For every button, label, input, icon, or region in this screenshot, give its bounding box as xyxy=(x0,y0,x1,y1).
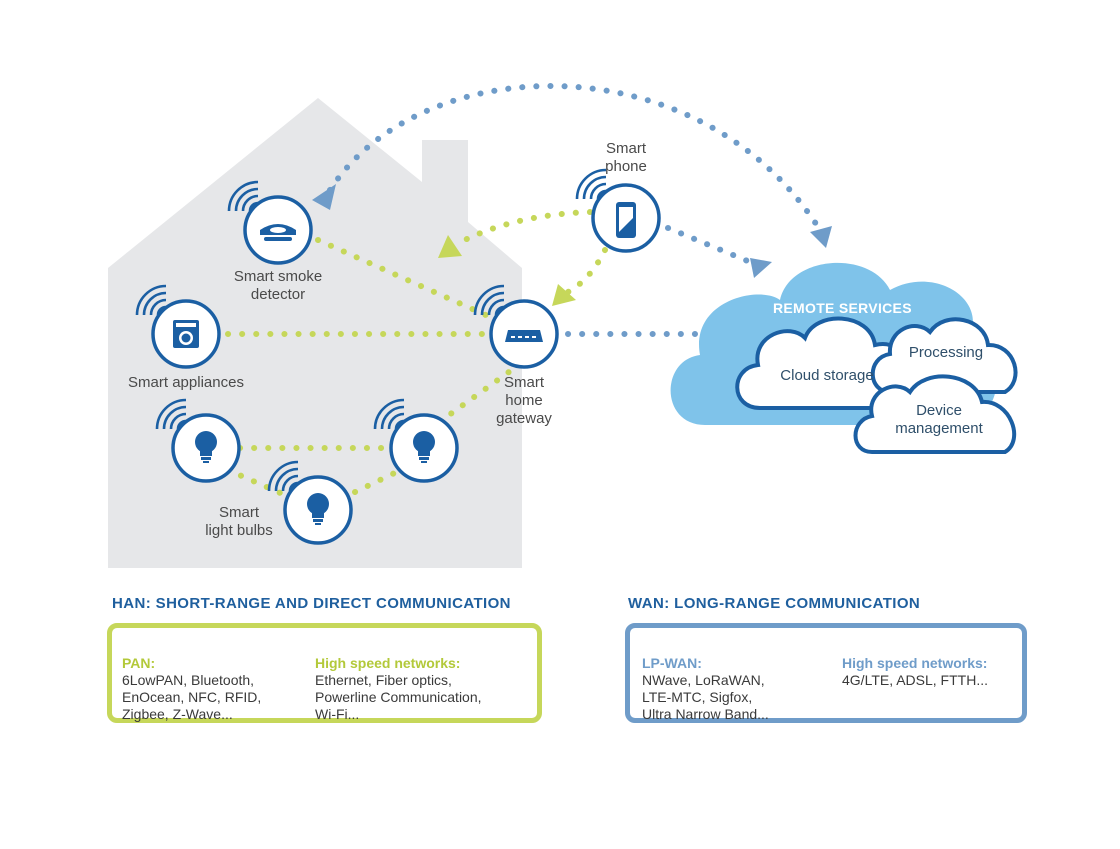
wan-col-lpwan-head: LP-WAN: xyxy=(642,655,702,671)
device-management-line2: management xyxy=(895,420,983,437)
phone-label: Smart phone xyxy=(586,140,666,176)
bulbs-label-line2: light bulbs xyxy=(205,522,273,539)
gateway-label-line2: home xyxy=(505,392,543,409)
processing-label: Processing xyxy=(908,344,984,361)
device-management-cloud xyxy=(853,374,1017,454)
phone-waves xyxy=(575,168,607,200)
cloud-storage-label: Cloud storage xyxy=(780,367,874,384)
bulbs-label-line1: Smart xyxy=(218,504,259,521)
link-smoke-gateway xyxy=(315,237,491,319)
gateway-label: Smart home gateway xyxy=(484,374,564,428)
arrow-phone-to-cloud xyxy=(750,258,772,278)
remote-services-title: REMOTE SERVICES xyxy=(773,300,912,316)
wan-col-highspeed-body: 4G/LTE, ADSL, FTTH... xyxy=(842,672,988,688)
link-bulb-center-right xyxy=(352,465,408,495)
device-management-label: Device management xyxy=(880,402,998,438)
han-col-pan-body: 6LowPAN, Bluetooth, EnOcean, NFC, RFID, … xyxy=(122,672,262,722)
wan-col-lpwan-body: NWave, LoRaWAN, LTE-MTC, Sigfox, Ultra N… xyxy=(642,672,769,722)
link-phone-house xyxy=(452,209,593,248)
light-bulb-icon xyxy=(413,431,435,463)
arrow-phone-to-house xyxy=(438,235,462,258)
phone-label-line1: Smart xyxy=(605,140,646,157)
device-management-line1: Device xyxy=(916,402,962,419)
bulb-center-waves xyxy=(267,460,299,492)
wan-title: WAN: LONG-RANGE COMMUNICATION xyxy=(628,595,921,612)
appliances-waves xyxy=(135,284,167,316)
processing-cloud xyxy=(870,317,1018,394)
link-phone-gateway xyxy=(565,247,608,295)
bulbs-label: Smart light bulbs xyxy=(184,504,294,540)
gateway-label-line3: gateway xyxy=(496,410,552,427)
light-bulb-icon xyxy=(195,431,217,463)
gateway-label-line1: Smart xyxy=(503,374,544,391)
arrow-to-cloud-top xyxy=(810,226,832,248)
arrow-phone-to-gateway xyxy=(552,284,576,306)
router-icon xyxy=(505,330,543,342)
bulb-right-waves xyxy=(373,398,405,430)
phone-label-line2: phone xyxy=(605,158,647,175)
appliances-label: Smart appliances xyxy=(128,374,244,391)
wan-box: LP-WAN:NWave, LoRaWAN, LTE-MTC, Sigfox, … xyxy=(625,623,1027,723)
han-col-highspeed-body: Ethernet, Fiber optics, Powerline Commun… xyxy=(315,672,482,722)
smoke-detector-waves xyxy=(227,180,259,212)
han-box: PAN:6LowPAN, Bluetooth, EnOcean, NFC, RF… xyxy=(107,623,542,723)
light-bulb-icon xyxy=(307,493,329,525)
smoke-detector-icon xyxy=(260,224,296,241)
link-phone-cloud xyxy=(665,225,753,265)
han-col-highspeed: High speed networks:Ethernet, Fiber opti… xyxy=(315,638,535,723)
wan-col-highspeed-head: High speed networks: xyxy=(842,655,988,671)
arrow-to-smoke-detector xyxy=(312,184,336,210)
smoke-detector-label-line1: Smart smoke xyxy=(233,268,323,285)
bulb-left-waves xyxy=(155,398,187,430)
link-cloud-house-arc xyxy=(327,83,823,233)
han-col-highspeed-head: High speed networks: xyxy=(315,655,461,671)
wan-col-highspeed: High speed networks:4G/LTE, ADSL, FTTH..… xyxy=(842,638,1022,689)
smoke-detector-label: Smart smoke detector xyxy=(218,268,338,304)
link-bulb-left-center xyxy=(225,467,288,498)
wan-col-lpwan: LP-WAN:NWave, LoRaWAN, LTE-MTC, Sigfox, … xyxy=(642,638,832,723)
link-gateway-bulb-right xyxy=(442,361,523,421)
smartphone-icon xyxy=(616,202,636,238)
washing-machine-icon xyxy=(173,320,199,348)
gateway-waves xyxy=(473,284,505,316)
han-col-pan-head: PAN: xyxy=(122,655,156,671)
smoke-detector-label-line2: detector xyxy=(250,286,306,303)
han-title: HAN: SHORT-RANGE AND DIRECT COMMUNICATIO… xyxy=(112,595,511,612)
han-col-pan: PAN:6LowPAN, Bluetooth, EnOcean, NFC, RF… xyxy=(122,638,312,723)
